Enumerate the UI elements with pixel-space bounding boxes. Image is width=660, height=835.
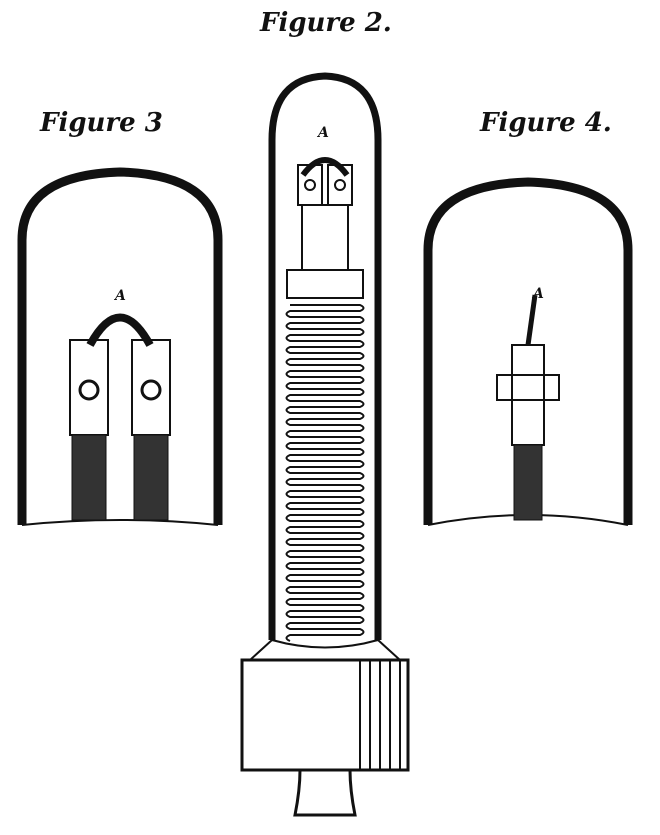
figure-3-part-label: A <box>115 288 126 304</box>
heating-coil <box>287 305 364 641</box>
figure-4-part-label: A <box>533 286 544 302</box>
figure-4-drawing <box>428 182 628 525</box>
figure-2-title: Figure 2. <box>260 8 392 38</box>
figure-2-part-label: A <box>318 125 329 141</box>
figure-3-title: Figure 3 <box>40 108 163 138</box>
figure-3-drawing <box>22 172 218 525</box>
figure-2-drawing <box>242 76 408 815</box>
figure-4-title: Figure 4. <box>480 108 612 138</box>
